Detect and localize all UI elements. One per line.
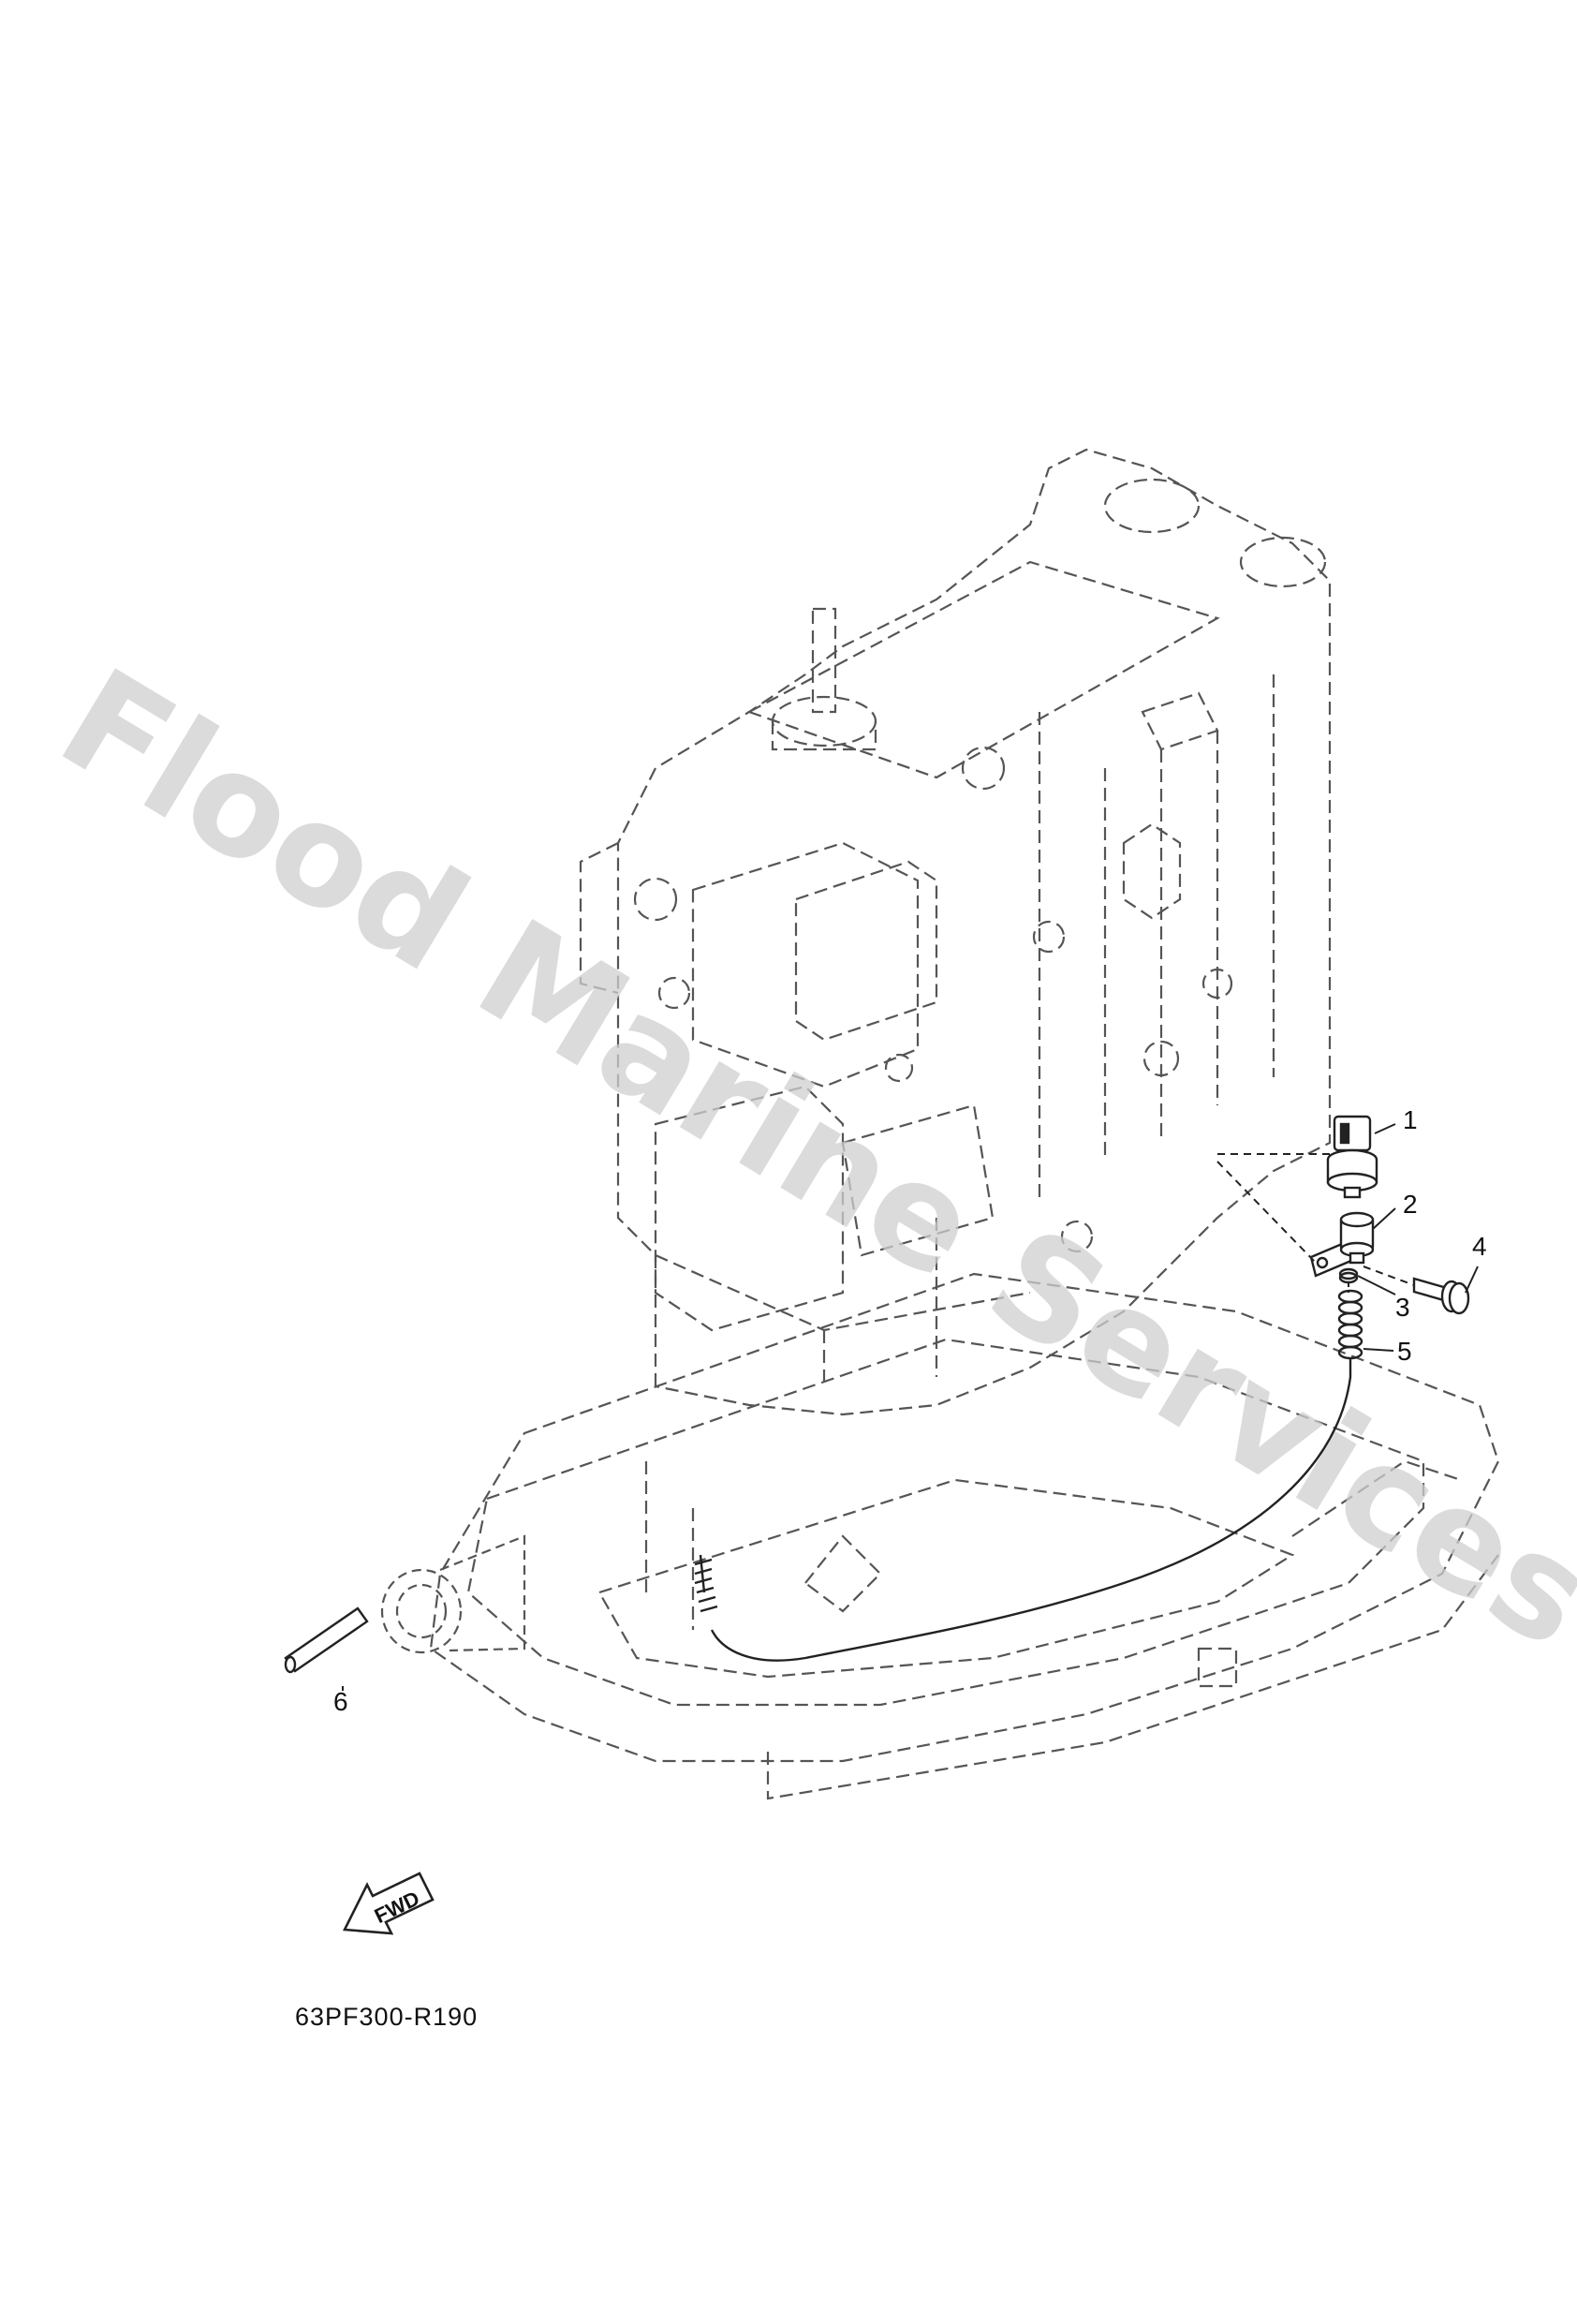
fwd-arrow-icon: FWD xyxy=(342,1872,435,1935)
engine-block xyxy=(579,448,1332,1416)
part-6-pin xyxy=(284,1606,369,1674)
drive-fitting xyxy=(380,1534,526,1654)
part-5-hose xyxy=(694,1289,1363,1662)
diagram-code: 63PF300-R190 xyxy=(295,2003,478,2031)
callout-3: 3 xyxy=(1395,1293,1410,1322)
part-3-o-ring xyxy=(1338,1267,1359,1284)
callout-6: 6 xyxy=(333,1687,348,1716)
callout-5: 5 xyxy=(1397,1337,1412,1366)
part-1-sensor xyxy=(1326,1115,1378,1199)
callout-1: 1 xyxy=(1403,1105,1418,1134)
part-4-bolt xyxy=(1412,1277,1470,1315)
callout-4: 4 xyxy=(1472,1232,1487,1261)
leader-lines xyxy=(342,1123,1479,1691)
part-2-holder xyxy=(1309,1211,1375,1278)
bottom-cowling xyxy=(429,1272,1500,1800)
callout-2: 2 xyxy=(1403,1190,1418,1219)
